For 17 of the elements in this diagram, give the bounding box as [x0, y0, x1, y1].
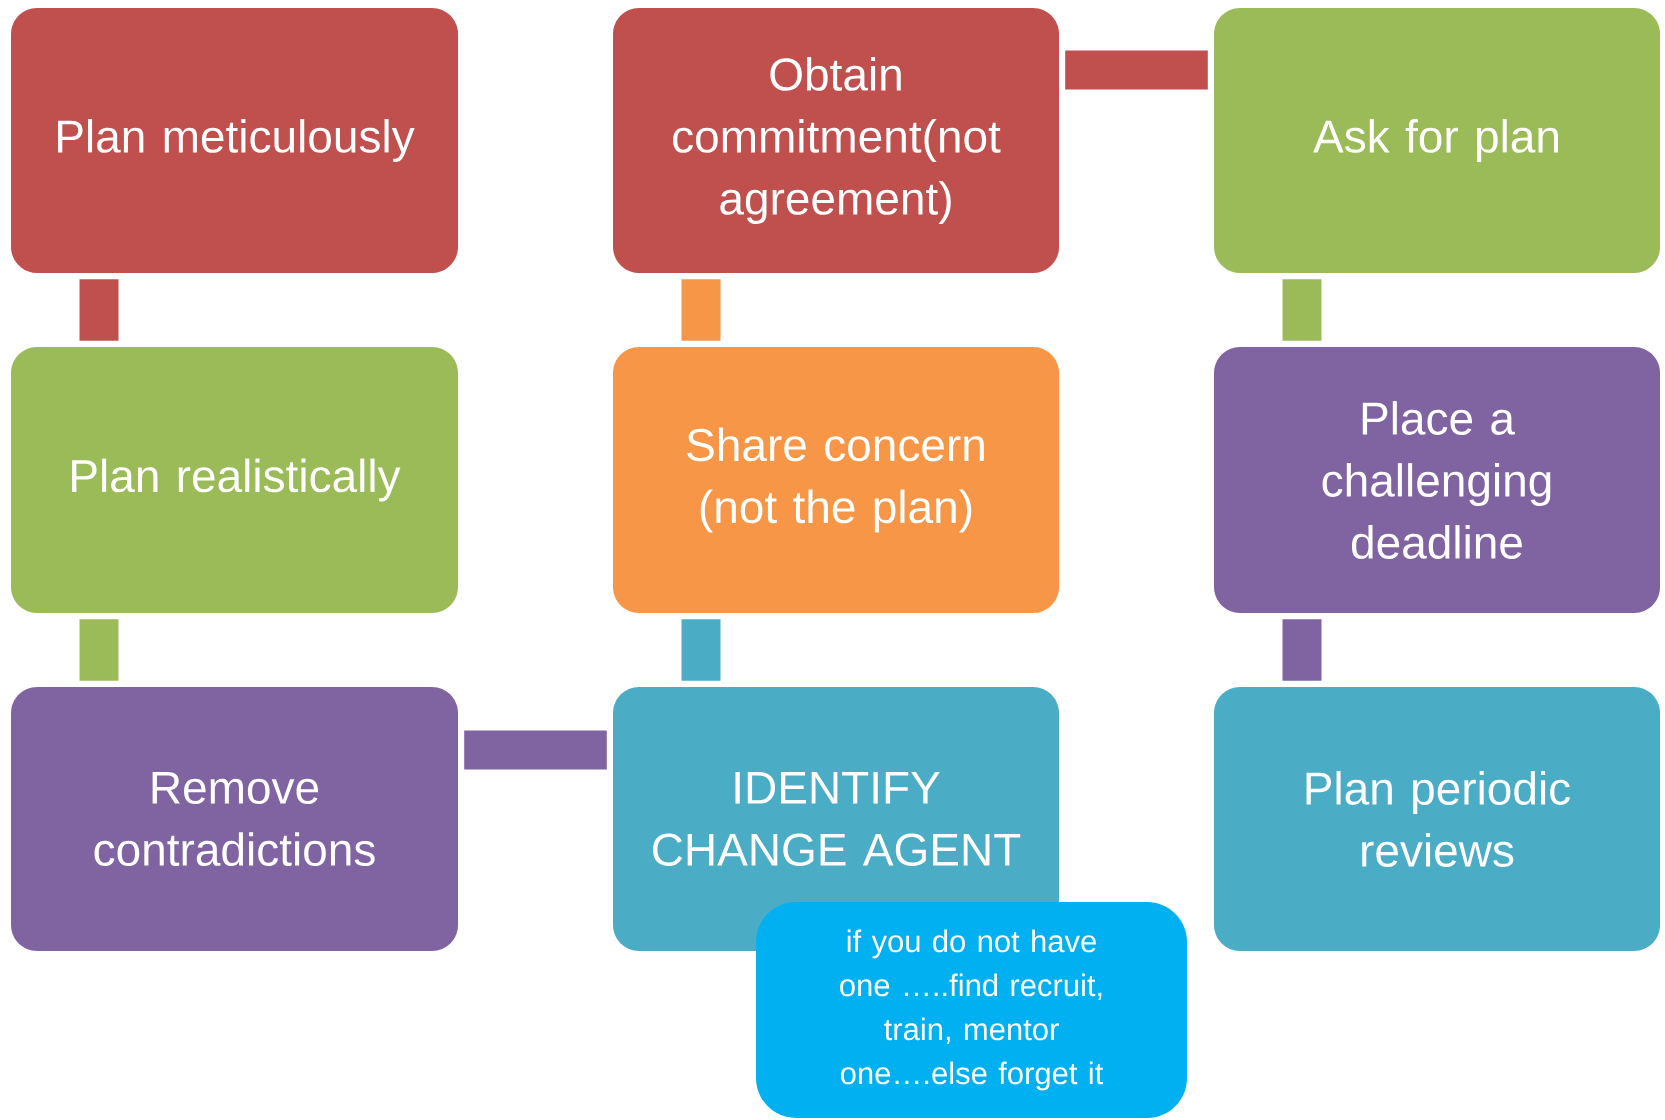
- connector-bar: [681, 619, 721, 681]
- step-box: Share concern (not the plan): [613, 347, 1059, 613]
- connector-bar: [79, 279, 119, 341]
- connector-bar: [1282, 619, 1322, 681]
- connector-bar: [1065, 50, 1208, 90]
- step-box: Plan meticulously: [11, 8, 458, 273]
- step-box: Plan periodic reviews: [1214, 687, 1660, 951]
- connector-bar: [464, 730, 607, 770]
- connector-bar: [1282, 279, 1322, 341]
- step-box: Plan realistically: [11, 347, 458, 613]
- step-box: Ask for plan: [1214, 8, 1660, 273]
- callout-box: if you do not have one …..find recruit, train, mentor one….else forget it: [756, 902, 1187, 1118]
- connector-bar: [79, 619, 119, 681]
- step-box: Remove contradictions: [11, 687, 458, 951]
- connector-bar: [681, 279, 721, 341]
- step-box: Place a challenging deadline: [1214, 347, 1660, 613]
- step-box: Obtain commitment(not agreement): [613, 8, 1059, 273]
